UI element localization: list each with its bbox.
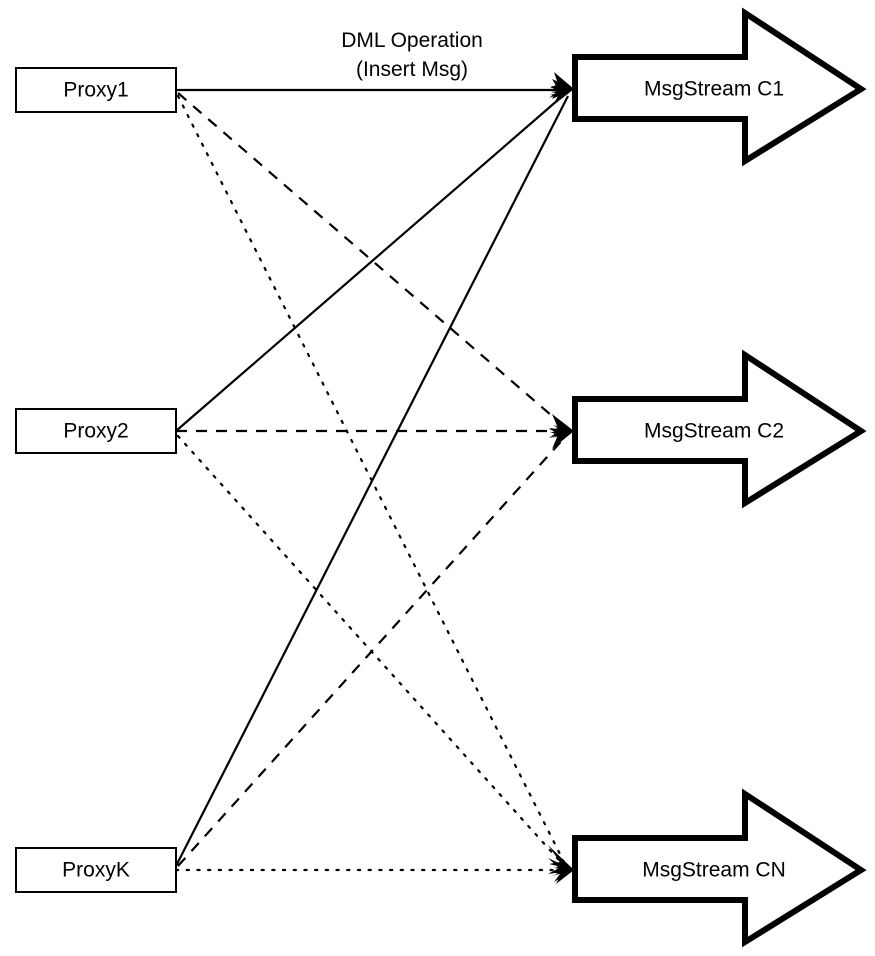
msgstream-cn-shape[interactable] [572,788,867,948]
proxy2-box[interactable] [15,408,177,454]
msgstream-c2-shape[interactable] [572,349,867,509]
msgstream-c1-shape[interactable] [572,7,867,167]
msgstream-cn-label: MsgStream CN [642,859,786,882]
edge-label-line2: (Insert Msg) [356,58,468,81]
msgstream-c2-label: MsgStream C2 [644,420,784,443]
edge-label-dml-operation: DML Operation (Insert Msg) [341,29,483,81]
arrowhead-c2-e [553,431,574,443]
proxy1-box[interactable] [15,67,177,113]
stream-node-c1[interactable]: MsgStream C1 [572,7,867,167]
arrowhead-cn-e [552,870,574,884]
arrowhead-cluster-c1 [549,72,574,105]
arrowhead-c2-c [550,431,574,449]
arrowhead-cluster-cn [548,845,574,884]
edge-proxy1-to-c2 [177,92,567,429]
arrowhead-cn-b [548,858,574,874]
arrowhead-c1-d [550,72,574,89]
arrowhead-c2-d [553,420,574,431]
proxy1-label: Proxy1 [63,79,128,102]
arrowhead-cn-d [553,851,574,870]
proxy-node-proxy2[interactable]: Proxy2 [15,408,177,454]
stream-node-c2[interactable]: MsgStream C2 [572,349,867,509]
stream-node-cn[interactable]: MsgStream CN [572,788,867,948]
proxyk-label: ProxyK [62,859,130,882]
proxyk-box[interactable] [15,847,177,893]
proxy2-label: Proxy2 [63,420,128,443]
msgstream-c1-label: MsgStream C1 [644,78,784,101]
edge-proxy2-to-cn [176,434,568,870]
edge-group-to-cn [174,94,568,872]
proxy-node-proxyk[interactable]: ProxyK [15,847,177,893]
arrowhead-c1-e [551,89,574,103]
edge-label-line1: DML Operation [341,29,483,52]
edge-proxy1-to-cn [176,94,568,868]
edge-proxy2-to-c1 [175,92,567,432]
proxy-node-proxy1[interactable]: Proxy1 [15,67,177,113]
arrowhead-cluster-c2 [549,414,574,449]
arrowhead-c2-a [549,414,574,431]
edge-group-to-c1 [175,88,569,867]
